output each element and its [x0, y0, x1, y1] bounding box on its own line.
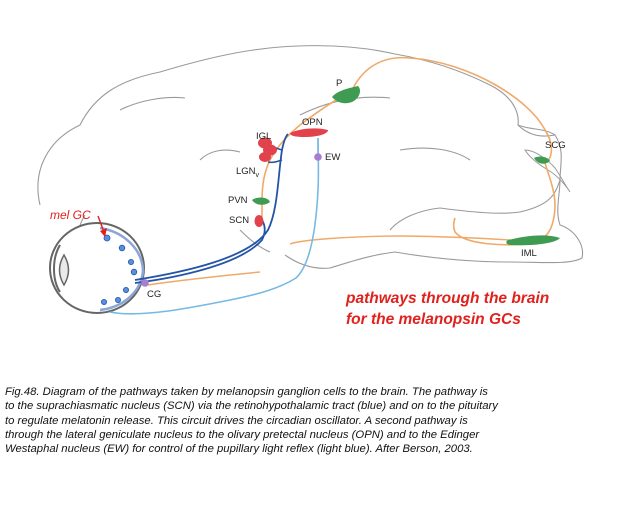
caption-line-1: Fig.48. Diagram of the pathways taken by…: [5, 386, 488, 398]
mel-gc-arrow: [97, 215, 107, 237]
rgc-4: [130, 268, 138, 276]
igl-label: IGL: [256, 131, 271, 142]
igl-nucleus-3: [259, 152, 271, 162]
brain-pathway-diagram: mel GC P OPN IGL LGNv EW PVN SCN CG SCG …: [37, 45, 584, 315]
iml-label: IML: [521, 248, 537, 259]
cornea: [53, 244, 61, 293]
rgc-5: [123, 286, 130, 293]
scg-label: SCG: [545, 140, 566, 151]
opn-nucleus: [290, 128, 328, 137]
rgc-2: [118, 244, 126, 252]
blue-pathway: [134, 133, 289, 284]
retinal-ganglion-cells: [101, 234, 138, 305]
scn-nucleus: [254, 215, 264, 227]
rgc-7: [101, 298, 108, 305]
mel-gc-label: mel GC: [50, 208, 91, 222]
iml-nucleus: [506, 235, 560, 246]
light-blue-pathway: [109, 137, 320, 315]
opn-label: OPN: [302, 117, 323, 128]
scn-label: SCN: [229, 215, 249, 226]
eye: [49, 222, 145, 314]
headline: pathways through the brain for the melan…: [346, 288, 549, 330]
p-label: P: [336, 78, 342, 89]
lgn-subscript: v: [256, 172, 260, 179]
pathways: [109, 56, 556, 315]
headline-line-2: for the melanopsin GCs: [346, 311, 521, 328]
caption-line-3: to regulate melatonin release. This circ…: [5, 414, 468, 427]
rgc-6: [115, 296, 122, 303]
lgn-label: LGNv: [236, 166, 260, 179]
cg-label: CG: [147, 289, 161, 300]
cg-ganglion: [141, 279, 149, 287]
figure-caption: Fig.48. Diagram of the pathways taken by…: [5, 385, 625, 456]
scg-nucleus: [534, 156, 550, 164]
ew-label: EW: [325, 152, 340, 163]
caption-line-2: to the suprachiasmatic nucleus (SCN) via…: [5, 400, 498, 413]
rgc-3: [127, 258, 134, 265]
retina: [99, 226, 145, 312]
caption-line-5: Westaphal nucleus (EW) for control of th…: [5, 443, 473, 456]
nuclei: [141, 86, 560, 287]
p-nucleus: [332, 86, 360, 104]
caption-line-4: through the lateral geniculate nucleus t…: [5, 428, 480, 441]
ew-nucleus: [314, 153, 322, 161]
lens: [58, 253, 70, 287]
orange-iml-cg: [147, 235, 511, 286]
headline-line-1: pathways through the brain: [346, 290, 550, 307]
orange-pvn-p: [261, 94, 346, 201]
pvn-nucleus: [252, 197, 270, 205]
pvn-label: PVN: [228, 195, 248, 206]
rgc-1: [103, 234, 111, 242]
lgn-label-text: LGN: [236, 166, 256, 177]
